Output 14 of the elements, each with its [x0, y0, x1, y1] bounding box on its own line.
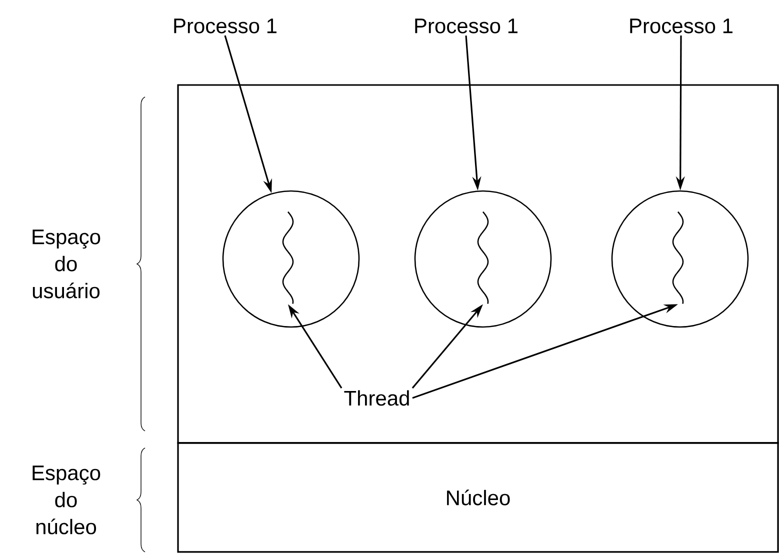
- thread-squiggle: [477, 211, 489, 304]
- thread-squiggle: [672, 211, 684, 304]
- label-text: Processo 1: [170, 16, 280, 36]
- region-label: Espaço do usuário: [32, 230, 100, 298]
- process-circle: [222, 190, 360, 328]
- user-space-box: [177, 84, 779, 444]
- label-text: Processo 1: [411, 16, 521, 36]
- thread-squiggle: [282, 211, 294, 304]
- label-text: Processo 1: [626, 16, 736, 36]
- label-text: Thread: [342, 388, 412, 408]
- kernel-box: Núcleo: [177, 442, 779, 553]
- process-circle: [611, 190, 749, 328]
- region-label: Espaço do núcleo: [32, 466, 100, 534]
- process-circle: [414, 190, 552, 328]
